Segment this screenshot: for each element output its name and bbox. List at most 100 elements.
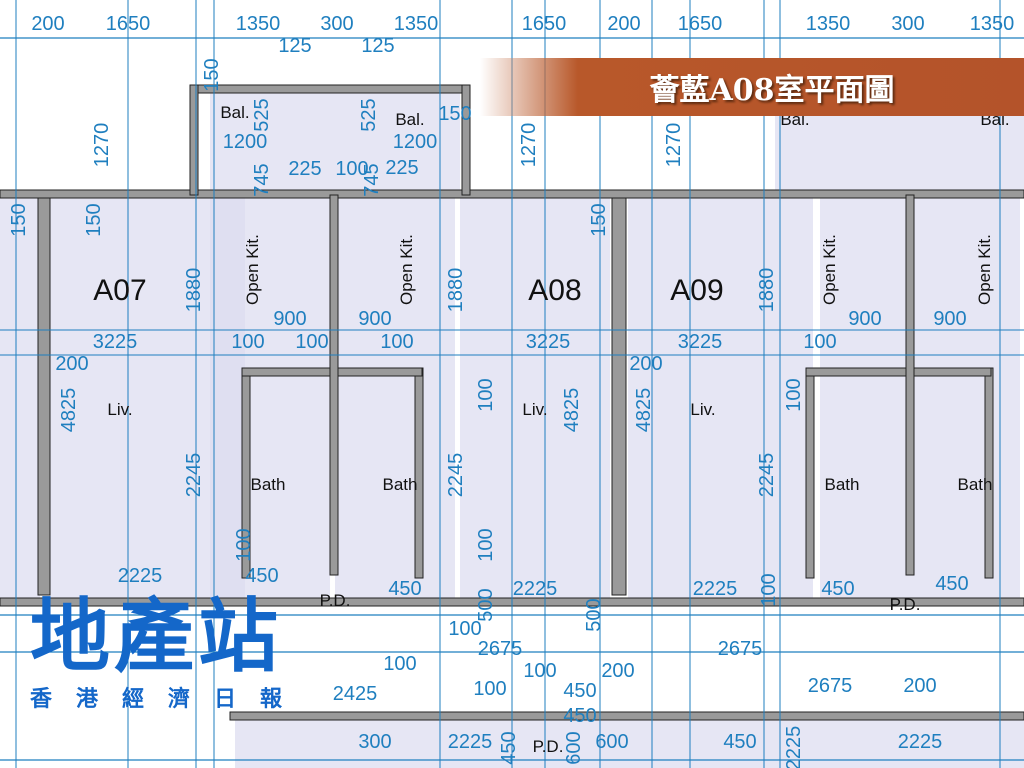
plan-title: 薈藍A08室平面圖 [649,73,895,108]
dimension-label: 450 [388,578,421,600]
pd-label: P.D. [320,591,351,610]
dimension-label: 100 [231,331,264,353]
title-banner: 薈藍A08室平面圖 [480,58,1024,116]
bath-label: Bath [825,475,860,494]
dimension-label: 2245 [445,453,467,498]
top-dimension-label: 300 [320,13,353,35]
dimension-label: 100 [380,331,413,353]
dimension-label: 3225 [93,331,138,353]
room-fill [0,195,40,600]
dimension-label: 600 [595,731,628,753]
kitchen-label: Open Kit. [243,234,262,305]
wall [984,367,994,579]
living-label: Liv. [690,400,715,419]
pd-label: P.D. [533,737,564,756]
dimension-label: 4825 [561,388,583,433]
living-label: Liv. [107,400,132,419]
dimension-label: 745 [251,163,273,196]
top-dimension-label: 1650 [522,13,567,35]
dimension-label: 125 [361,35,394,57]
top-dimension-label: 1650 [106,13,151,35]
room-fill [210,85,460,195]
dimension-label: 150 [588,203,610,236]
dimension-label: 900 [848,308,881,330]
dimension-label: 100 [383,653,416,675]
dimension-label: 900 [358,308,391,330]
dimension-label: 100 [475,528,497,561]
dimension-label: 2225 [448,731,493,753]
dimension-label: 2225 [513,578,558,600]
dimension-label: 225 [288,158,321,180]
dimension-label: 100 [295,331,328,353]
wall [805,367,815,579]
dimension-label: 2225 [693,578,738,600]
wall [611,194,627,596]
dimension-label: 450 [935,573,968,595]
dimension-label: 1270 [91,123,113,168]
dimension-label: 125 [278,35,311,57]
dimension-label: 745 [361,163,383,196]
dimension-label: 450 [563,680,596,702]
dimension-label: 450 [821,578,854,600]
room-fill [335,195,455,600]
dimension-label: 525 [358,98,380,131]
top-dimension-label: 1350 [970,13,1015,35]
bath-label: Bath [251,475,286,494]
dimension-label: 2245 [183,453,205,498]
dimension-label: 100 [758,573,780,606]
dimension-label: 600 [563,731,585,764]
dimension-label: 525 [251,98,273,131]
dimension-label: 450 [563,705,596,727]
dimension-label: 100 [335,158,368,180]
bath-label: Bath [958,475,993,494]
dimension-label: 2225 [118,565,163,587]
dimension-label: 300 [358,731,391,753]
balcony-label: Bal. [220,103,249,122]
dimension-label: 2225 [783,726,805,768]
dimension-label: 1880 [445,268,467,313]
dimension-label: 4825 [58,388,80,433]
dimension-label: 1270 [518,123,540,168]
dimension-label: 100 [803,331,836,353]
dimension-label: 500 [475,588,497,621]
dimension-label: 200 [629,353,662,375]
wall [329,194,339,576]
top-dimension-label: 200 [607,13,640,35]
dimension-label: 1880 [183,268,205,313]
dimension-label: 1200 [223,131,268,153]
dimension-label: 100 [523,660,556,682]
logo: 地產站 香港經濟日報 [30,592,306,714]
dimension-label: 200 [903,675,936,697]
top-dimension-label: 1350 [394,13,439,35]
dimension-label: 900 [933,308,966,330]
wall [805,367,992,377]
wall [905,194,915,576]
bath-label: Bath [383,475,418,494]
wall [461,84,471,196]
dimension-label: 2225 [898,731,943,753]
logo-sub: 香港經濟日報 [30,687,307,712]
room-fill [460,195,610,600]
dimension-label: 2245 [756,453,778,498]
kitchen-label: Open Kit. [975,234,994,305]
dimension-label: 3225 [678,331,723,353]
room-fill [235,715,1024,768]
dimension-label: 2425 [333,683,378,705]
dimension-label: 100 [473,678,506,700]
dimension-label: 1880 [756,268,778,313]
dimension-label: 100 [475,378,497,411]
dimension-label: 450 [723,731,756,753]
wall [229,711,1024,721]
dimension-label: 150 [83,203,105,236]
dimension-label: 225 [385,157,418,179]
dimension-label: 150 [201,58,223,91]
balcony-label: Bal. [395,110,424,129]
dimension-label: 3225 [526,331,571,353]
unit-label: A07 [93,274,146,307]
top-dimension-label: 1650 [678,13,723,35]
wall [414,367,424,579]
top-dimension-label: 1350 [236,13,281,35]
dimension-label: 1270 [663,123,685,168]
unit-label: A09 [670,274,723,307]
pd-label: P.D. [890,595,921,614]
